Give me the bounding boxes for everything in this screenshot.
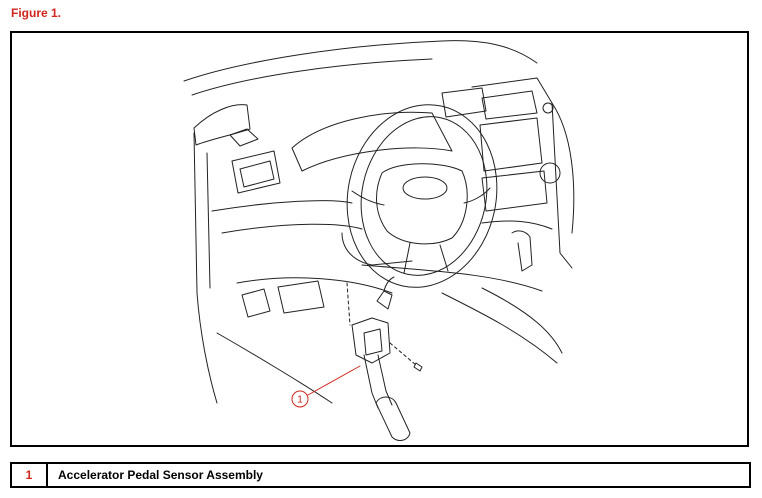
left-vent-upper	[193, 104, 251, 146]
pedal-dashed-guide	[346, 282, 351, 326]
steering-hub	[376, 163, 468, 245]
dashboard-illustration: 1	[183, 40, 575, 441]
steering-emblem	[402, 176, 448, 200]
pedal-connector	[376, 290, 393, 310]
center-vent-right	[481, 90, 538, 120]
diagram-frame: 1	[10, 31, 749, 447]
bolt	[413, 362, 423, 372]
lower-dash-line	[211, 200, 353, 212]
knee-panel	[236, 277, 393, 294]
tunnel-line	[441, 292, 558, 364]
callout-number: 1	[297, 395, 303, 406]
pedal-arm-2	[377, 354, 393, 406]
left-vent-small	[229, 128, 259, 147]
callout-circle	[291, 390, 309, 408]
steering-spoke-right	[463, 187, 491, 204]
callout-leader	[307, 365, 361, 396]
figure-title: Figure 1.	[11, 6, 62, 20]
steering-column	[341, 232, 413, 266]
center-vent-left	[231, 150, 281, 194]
legend-label: Accelerator Pedal Sensor Assembly	[58, 468, 263, 482]
dash-top-inner	[191, 58, 433, 96]
hood-release	[241, 288, 271, 318]
pedal-bracket	[351, 317, 391, 364]
stack-knob-top	[542, 102, 554, 114]
center-controls	[481, 170, 548, 212]
center-display	[479, 117, 543, 172]
dash-top-outline	[183, 40, 538, 82]
lower-dash-line-3	[481, 220, 553, 230]
lower-dash-line-2	[221, 223, 363, 234]
pedal-wire	[383, 276, 395, 292]
center-vent-left-inner	[239, 160, 275, 188]
knee-panel-2	[361, 264, 543, 292]
pedal-sensor	[363, 328, 383, 356]
floor-line-right	[481, 287, 563, 354]
steering-spoke-left	[351, 190, 385, 206]
steering-wheel-outer	[346, 104, 498, 288]
right-panel-edge	[551, 102, 575, 234]
steering-wheel-inner	[360, 116, 488, 276]
shifter-lever	[511, 230, 533, 272]
bolt-guide	[389, 342, 417, 366]
fuse-box-cover	[277, 280, 325, 314]
floor-line-left	[216, 332, 333, 404]
legend-number: 1	[12, 464, 48, 486]
legend-row: 1 Accelerator Pedal Sensor Assembly	[10, 462, 751, 488]
pedal-pad	[375, 396, 411, 441]
left-panel-edge	[193, 132, 218, 404]
left-panel-inner	[206, 152, 211, 289]
stack-knob-bottom	[539, 162, 561, 184]
cluster-hood	[291, 111, 453, 172]
center-vent-right-2	[441, 87, 487, 118]
